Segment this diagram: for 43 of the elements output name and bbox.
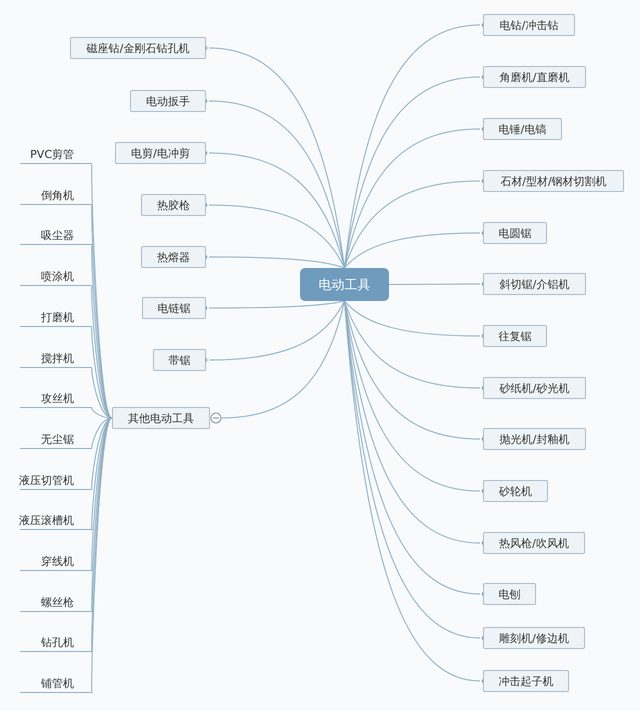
subtopic-label: 喷涂机 [20, 267, 92, 286]
connector [91, 367, 112, 418]
connector [91, 204, 112, 418]
topic-box: 电锤/电镐 [483, 118, 562, 140]
topic-box: 热胶枪 [141, 194, 206, 216]
subtopic-label: 铺管机 [20, 674, 92, 694]
topic-box: 雕刻机/修边机 [483, 627, 585, 649]
connector [91, 164, 112, 418]
topic-box: 电链锯 [142, 297, 206, 319]
topic-box: 热熔器 [141, 246, 206, 268]
topic-box: 电动扳手 [130, 90, 206, 112]
subtopic-label: PVC剪管 [20, 145, 92, 164]
connector [222, 300, 345, 418]
subtopic-label: 吸尘器 [20, 226, 92, 246]
topic-box: 抛光机/封釉机 [483, 428, 586, 450]
topic-box: 冲击起子机 [483, 670, 569, 692]
subtopic-label: 液压滚槽机 [20, 511, 92, 530]
subtopic-label: 液压切管机 [20, 470, 92, 490]
subtopic-label: 攻丝机 [20, 389, 92, 408]
subtopic-label: 钻孔机 [20, 633, 92, 652]
topic-box: 带锯 [153, 349, 206, 371]
topic-box: 电圆锯 [483, 222, 547, 244]
topic-box: 砂轮机 [483, 480, 548, 502]
topic-box: 石材/型材/钢材切割机 [483, 170, 624, 192]
topic-box: 电钻/冲击钻 [483, 14, 575, 36]
connector [91, 408, 112, 418]
subtopic-label: 螺丝枪 [20, 592, 92, 612]
subtopic-label: 穿线机 [20, 552, 92, 571]
topic-box: 电剪/电冲剪 [115, 142, 206, 164]
subtopic-label: 倒角机 [20, 186, 92, 205]
central-topic: 电动工具 [300, 268, 389, 301]
topic-box: 角磨机/直磨机 [483, 66, 586, 88]
topic-box: 磁座钻/金刚石钻孔机 [70, 37, 206, 59]
topic-box: 往复锯 [483, 325, 547, 347]
subtopic-label: 打磨机 [20, 308, 92, 327]
topic-box: 砂纸机/砂光机 [483, 377, 586, 399]
topic-box: 热风枪/吹风机 [483, 532, 585, 554]
topic-box: 其他电动工具 [112, 407, 210, 429]
subtopic-label: 无尘锯 [20, 430, 92, 449]
topic-box: 斜切锯/介铝机 [483, 273, 586, 295]
subtopic-label: 搅拌机 [20, 348, 92, 368]
topic-box: 电刨 [483, 583, 536, 605]
connector [91, 418, 112, 450]
